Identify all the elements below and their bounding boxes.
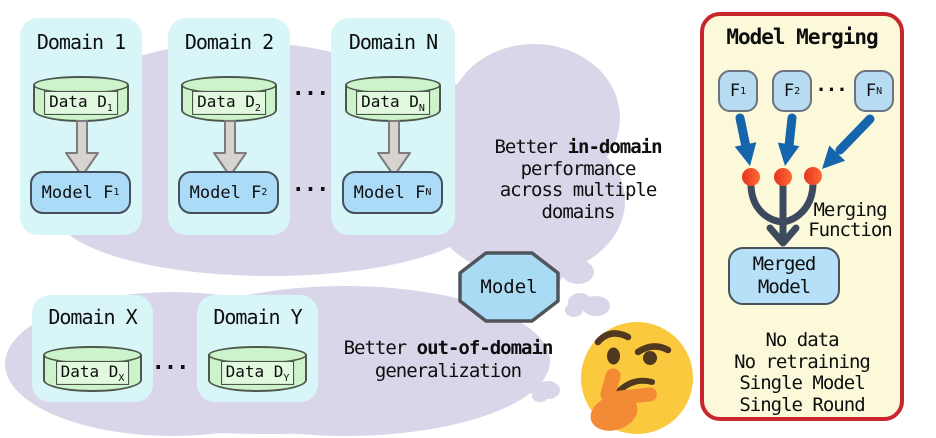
domain-card-x: Domain X Data DX [32, 295, 153, 402]
ellipsis: ... [151, 350, 190, 375]
domain-title: Domain X [48, 305, 137, 329]
data-label-text: Data D [49, 91, 107, 111]
model-octagon-label: Model [480, 276, 538, 298]
in-domain-line2: performance [520, 157, 637, 180]
data-label: Data D2 [192, 90, 266, 115]
data-cylinder-icon: Data D2 [181, 76, 277, 122]
thinking-emoji [581, 322, 693, 434]
model-label-text: Model F [189, 182, 262, 203]
out-of-domain-lead: Better [343, 337, 417, 359]
out-of-domain-bold: out-of-domain [416, 337, 554, 359]
merged-model-line2: Model [757, 276, 811, 298]
merging-function-label: Merging Function [794, 200, 906, 240]
out-of-domain-text: Better out-of-domain generalization [318, 337, 578, 382]
f-label-sub: 2 [794, 85, 801, 97]
data-cylinder-icon: Data DX [43, 346, 142, 392]
data-label-sub: X [118, 372, 125, 384]
domain-title: Domain Y [213, 305, 302, 329]
data-label-text: Data D [60, 361, 119, 381]
data-label-text: Data D [225, 361, 284, 381]
merging-function-line1: Merging [813, 199, 887, 221]
in-domain-lead: Better [494, 136, 568, 158]
benefit-line: Single Model [739, 372, 865, 394]
in-domain-text: Better in-domain performance across mult… [468, 136, 688, 223]
model-label-sub: 1 [113, 187, 120, 198]
down-arrow-icon [213, 120, 247, 177]
in-domain-line4: domains [541, 200, 615, 223]
in-domain-line1: Better in-domain [468, 136, 688, 159]
data-label: Data DN [356, 90, 430, 115]
model-label-sub: 2 [261, 187, 268, 198]
f-label-text: F [783, 81, 795, 101]
down-arrow-icon [377, 120, 411, 177]
domain-title: Domain 1 [36, 30, 126, 54]
merging-function-line2: Function [808, 219, 893, 241]
data-cylinder-icon: Data DY [208, 346, 307, 392]
in-domain-line3: across multiple [499, 179, 658, 201]
domain-title: Domain N [348, 30, 438, 54]
merged-model-box: Merged Model [728, 247, 840, 305]
data-label: Data D1 [44, 90, 118, 115]
out-of-domain-line2: generalization [374, 359, 522, 382]
f-label-text: F [865, 81, 877, 101]
data-label: Data DX [55, 360, 130, 385]
model-label-text: Model F [353, 182, 426, 203]
f-label-sub: N [876, 85, 883, 97]
ellipsis: ... [291, 172, 330, 197]
data-label-sub: N [418, 102, 425, 114]
benefit-line: No data [765, 329, 839, 351]
domain-card-y: Domain Y Data DY [197, 295, 318, 402]
data-cylinder-icon: Data DN [345, 76, 441, 122]
out-of-domain-line1: Better out-of-domain [318, 337, 578, 360]
model-label-sub: N [425, 187, 432, 198]
benefit-line: Single Round [739, 393, 865, 416]
in-domain-bold: in-domain [567, 136, 663, 158]
f-label-text: F [729, 81, 741, 101]
benefit-line: No retraining [734, 350, 871, 373]
data-label-sub: 2 [254, 102, 261, 114]
domain-title: Domain 2 [184, 30, 274, 54]
data-label-sub: 1 [106, 102, 113, 114]
merge-diagram [734, 113, 875, 247]
panel-title: Model Merging [726, 25, 878, 49]
data-label: Data DY [220, 360, 295, 385]
data-label-text: Data D [197, 91, 255, 111]
model-label-text: Model F [41, 182, 114, 203]
data-label-text: Data D [361, 91, 419, 111]
down-arrow-icon [65, 120, 99, 177]
data-label-sub: Y [283, 372, 290, 384]
ellipsis: ... [815, 74, 847, 96]
benefits-list: No data No retraining Single Model Singl… [704, 329, 900, 416]
ellipsis: ... [291, 76, 330, 101]
merged-model-line1: Merged [752, 253, 817, 275]
model-octagon [458, 251, 560, 323]
data-cylinder-icon: Data D1 [33, 76, 129, 122]
f-label-sub: 1 [740, 85, 747, 97]
